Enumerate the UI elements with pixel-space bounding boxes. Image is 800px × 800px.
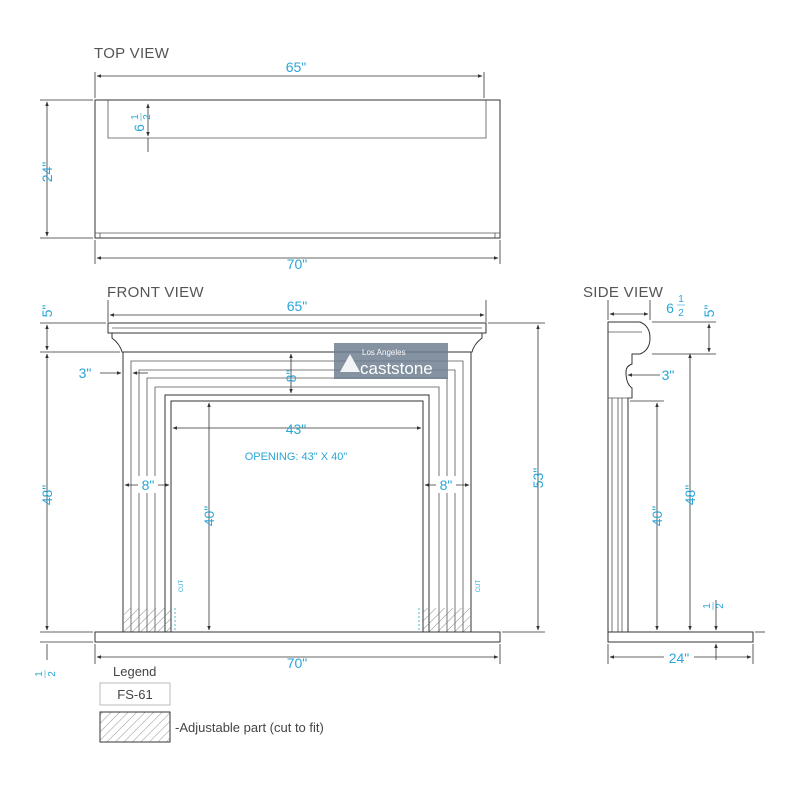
side-depth-label: 24" xyxy=(669,650,690,666)
legend-title: Legend xyxy=(113,664,156,679)
side-step-label: 3" xyxy=(662,367,675,383)
front-total-height-label: 53" xyxy=(530,468,546,489)
svg-text:2: 2 xyxy=(47,671,58,677)
logo-house-icon xyxy=(340,354,360,372)
svg-text:6: 6 xyxy=(131,124,147,132)
svg-text:2: 2 xyxy=(678,308,684,319)
svg-text:1: 1 xyxy=(702,603,713,609)
side-mantel-depth-dimension: 6 1 2 xyxy=(666,294,685,319)
front-right-leg-label: 8" xyxy=(440,477,453,493)
front-base-width-label: 70" xyxy=(287,655,308,671)
front-opening-width-label: 43" xyxy=(286,421,307,437)
side-view: SIDE VIEW 6 1 2 5" 3" 40" 48 xyxy=(583,284,765,666)
svg-text:2: 2 xyxy=(715,603,726,609)
side-mantel-height-label: 5" xyxy=(701,305,717,318)
front-step-label: 3" xyxy=(79,365,92,381)
logo-main-text: caststone xyxy=(360,359,433,378)
svg-text:1: 1 xyxy=(130,114,141,120)
svg-text:1: 1 xyxy=(678,294,684,305)
legend: Legend FS-61 -Adjustable part (cut to fi… xyxy=(99,664,324,743)
top-shelf-dimension: 6 1 2 xyxy=(130,113,153,132)
top-view-label: TOP VIEW xyxy=(94,45,170,62)
side-profile xyxy=(607,321,651,633)
opening-note: OPENING: 43" X 40" xyxy=(245,451,348,463)
svg-text:2: 2 xyxy=(142,114,153,120)
adjustable-part-left xyxy=(124,608,171,632)
cut-label-right: CUT xyxy=(476,580,482,593)
front-opening-height-label: 40" xyxy=(201,506,217,527)
surround-outer xyxy=(122,351,472,632)
cut-label-left: CUT xyxy=(179,580,185,593)
front-header-label: 8" xyxy=(283,370,299,383)
front-base-dimension: 1 2 xyxy=(34,670,58,678)
model-number: FS-61 xyxy=(117,687,152,702)
legend-hatch-swatch xyxy=(99,711,171,743)
svg-text:6: 6 xyxy=(666,300,674,316)
front-leg-height-label: 48" xyxy=(39,485,55,506)
front-mantel-height-label: 5" xyxy=(39,305,55,318)
model-box xyxy=(99,682,171,706)
side-opening-height-label: 40" xyxy=(649,506,665,527)
firebox-opening xyxy=(170,400,424,632)
caststone-logo: Los Angeles caststone xyxy=(334,343,448,379)
top-view-outline xyxy=(94,99,501,239)
adjustable-part-right xyxy=(423,608,470,632)
front-top-width-label: 65" xyxy=(287,298,308,314)
top-width-bottom-label: 70" xyxy=(287,256,308,272)
hearth-base xyxy=(94,631,501,643)
side-view-label: SIDE VIEW xyxy=(583,284,664,301)
front-view: FRONT VIEW 65" CUT CUT 5" xyxy=(34,284,546,678)
front-view-label: FRONT VIEW xyxy=(107,284,204,301)
top-depth-label: 24" xyxy=(39,162,55,183)
svg-text:1: 1 xyxy=(34,671,45,677)
legend-hatch-description: -Adjustable part (cut to fit) xyxy=(175,720,324,735)
top-view-shelf xyxy=(107,100,487,139)
side-hearth xyxy=(607,631,754,643)
top-width-top-label: 65" xyxy=(286,59,307,75)
front-left-leg-label: 8" xyxy=(142,477,155,493)
side-base-dimension: 1 2 xyxy=(702,602,726,610)
top-view: TOP VIEW 65" 6 1 2 24" 70" xyxy=(39,45,501,272)
side-leg-height-label: 48" xyxy=(682,485,698,506)
logo-top-text: Los Angeles xyxy=(362,348,406,357)
